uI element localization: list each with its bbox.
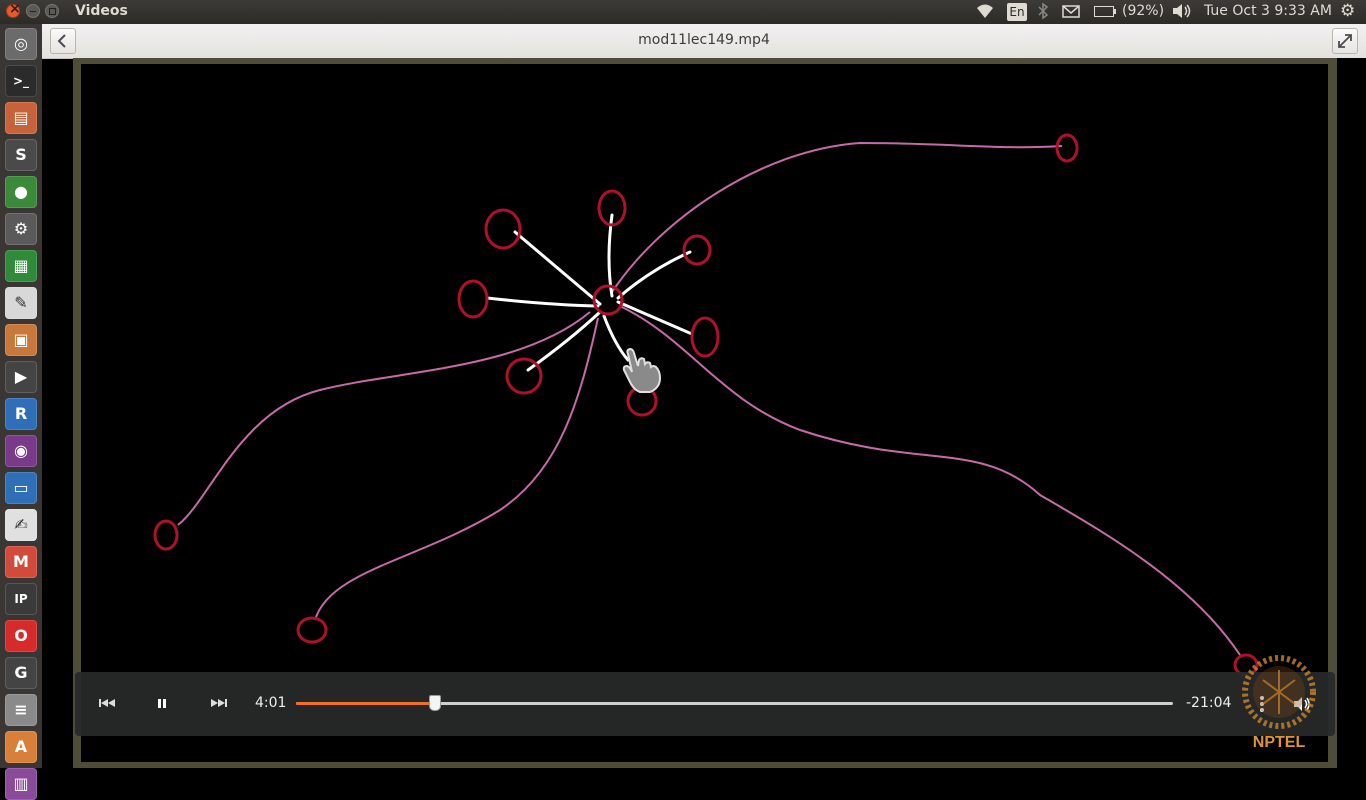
launcher-r-language-icon[interactable]: R [5,398,37,430]
elapsed-time: 4:01 [255,695,287,711]
right-margin-strip [1337,58,1366,768]
video-file-title: mod11lec149.mp4 [638,32,770,48]
launcher-document-viewer-icon[interactable]: ✎ [5,287,37,319]
session-gear-icon[interactable]: ⚙ [1340,1,1356,21]
seek-bar-progress [296,702,435,705]
volume-icon[interactable] [1171,2,1193,24]
next-button[interactable] [209,695,229,711]
app-title: Videos [75,3,128,19]
launcher-chrome-icon[interactable]: ● [5,176,37,208]
launcher-file-manager-icon[interactable]: ▤ [5,102,37,134]
launcher-system-settings-icon[interactable]: ⚙ [5,213,37,245]
video-frame[interactable] [73,58,1366,768]
header-bar: mod11lec149.mp4 [42,24,1366,59]
player-controls-bar: 4:01 -21:04 [75,672,1335,736]
lecture-drawing [153,133,1259,677]
pause-button[interactable] [155,695,169,711]
pause-icon [158,699,166,708]
pink-axon-curves [177,141,1241,656]
fullscreen-button[interactable] [1332,28,1358,54]
seek-bar[interactable] [296,695,1173,711]
fullscreen-icon [1338,34,1352,48]
launcher-disks-icon[interactable]: ≡ [5,694,37,726]
battery-icon[interactable] [1094,6,1116,17]
launcher-misc-app-icon[interactable]: ▥ [5,768,37,800]
red-circle-annotations [153,133,1259,677]
launcher-dash-home-icon[interactable]: ◎ [5,28,37,60]
launcher-libreoffice-calc-icon[interactable]: ▦ [5,250,37,282]
launcher-text-editor-icon[interactable]: ✍ [5,509,37,541]
launcher-gmail-icon[interactable]: M [5,546,37,578]
previous-button[interactable] [97,695,117,711]
launcher-videos-icon[interactable]: ▶ [5,361,37,393]
remaining-time: -21:04 [1186,695,1232,711]
chevron-left-icon [57,34,66,48]
seek-bar-handle[interactable] [428,695,441,711]
svg-text:NPTEL: NPTEL [1253,734,1306,751]
hand-pointer-cursor-icon [620,346,664,394]
launcher-ipython-icon[interactable]: IP [5,583,37,615]
keyboard-language-indicator[interactable]: En [1007,3,1027,21]
top-panel: Videos En (92%) Tue Oct 3 9:33 AM ⚙ [0,0,1366,24]
video-canvas[interactable] [81,64,1328,762]
window-close-button[interactable] [6,1,21,18]
nptel-logo: NPTEL [1238,650,1320,752]
battery-percentage[interactable]: (92%) [1122,3,1165,19]
launcher-screencast-icon[interactable]: ◉ [5,435,37,467]
skip-forward-icon [211,699,227,707]
skip-back-icon [99,699,115,707]
wifi-icon[interactable] [975,2,995,24]
bluetooth-icon[interactable] [1037,2,1049,24]
back-button[interactable] [50,28,76,54]
launcher-libreoffice-impress-icon[interactable]: ▣ [5,324,37,356]
launcher-sublime-text-icon[interactable]: S [5,139,37,171]
window-minimize-button[interactable] [26,4,40,18]
launcher-software-center-icon[interactable]: A [5,731,37,763]
window-maximize-button[interactable] [45,4,59,18]
launcher-gnuplot-icon[interactable]: G [5,657,37,689]
launcher-terminal-icon[interactable]: >_ [5,65,37,97]
mail-icon[interactable] [1062,2,1080,24]
clock[interactable]: Tue Oct 3 9:33 AM [1204,3,1332,19]
launcher-opera-icon[interactable]: O [5,620,37,652]
launcher-libreoffice-writer-icon[interactable]: ▭ [5,472,37,504]
